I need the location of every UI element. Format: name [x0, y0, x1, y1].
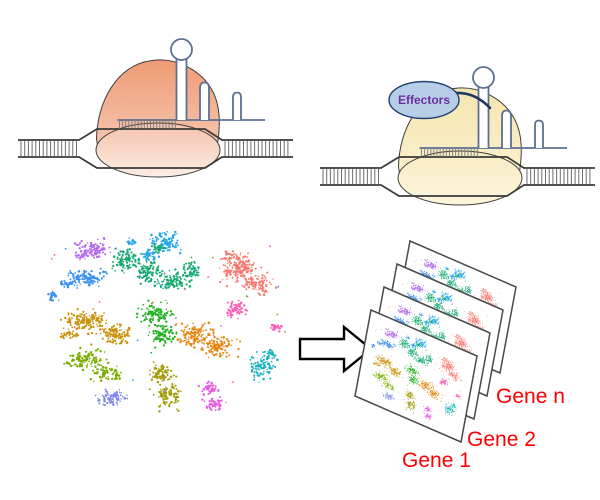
- cas-grna-dna-complex: [18, 38, 293, 178]
- effectors-callout: Effectors: [388, 80, 492, 120]
- gene-n-label: Gene n: [496, 385, 565, 408]
- flow-arrow-icon: [298, 324, 373, 374]
- tsne-plot: [47, 230, 286, 413]
- gene-panels-stack: [354, 239, 517, 444]
- effectors-bubble: [388, 80, 460, 120]
- tsne-main-map: [47, 230, 286, 413]
- gene-1-label: Gene 1: [402, 449, 471, 472]
- gene-2-label: Gene 2: [467, 428, 536, 451]
- effectors-label: Effectors: [398, 93, 450, 107]
- cas-effector-dna-complex: [320, 66, 595, 206]
